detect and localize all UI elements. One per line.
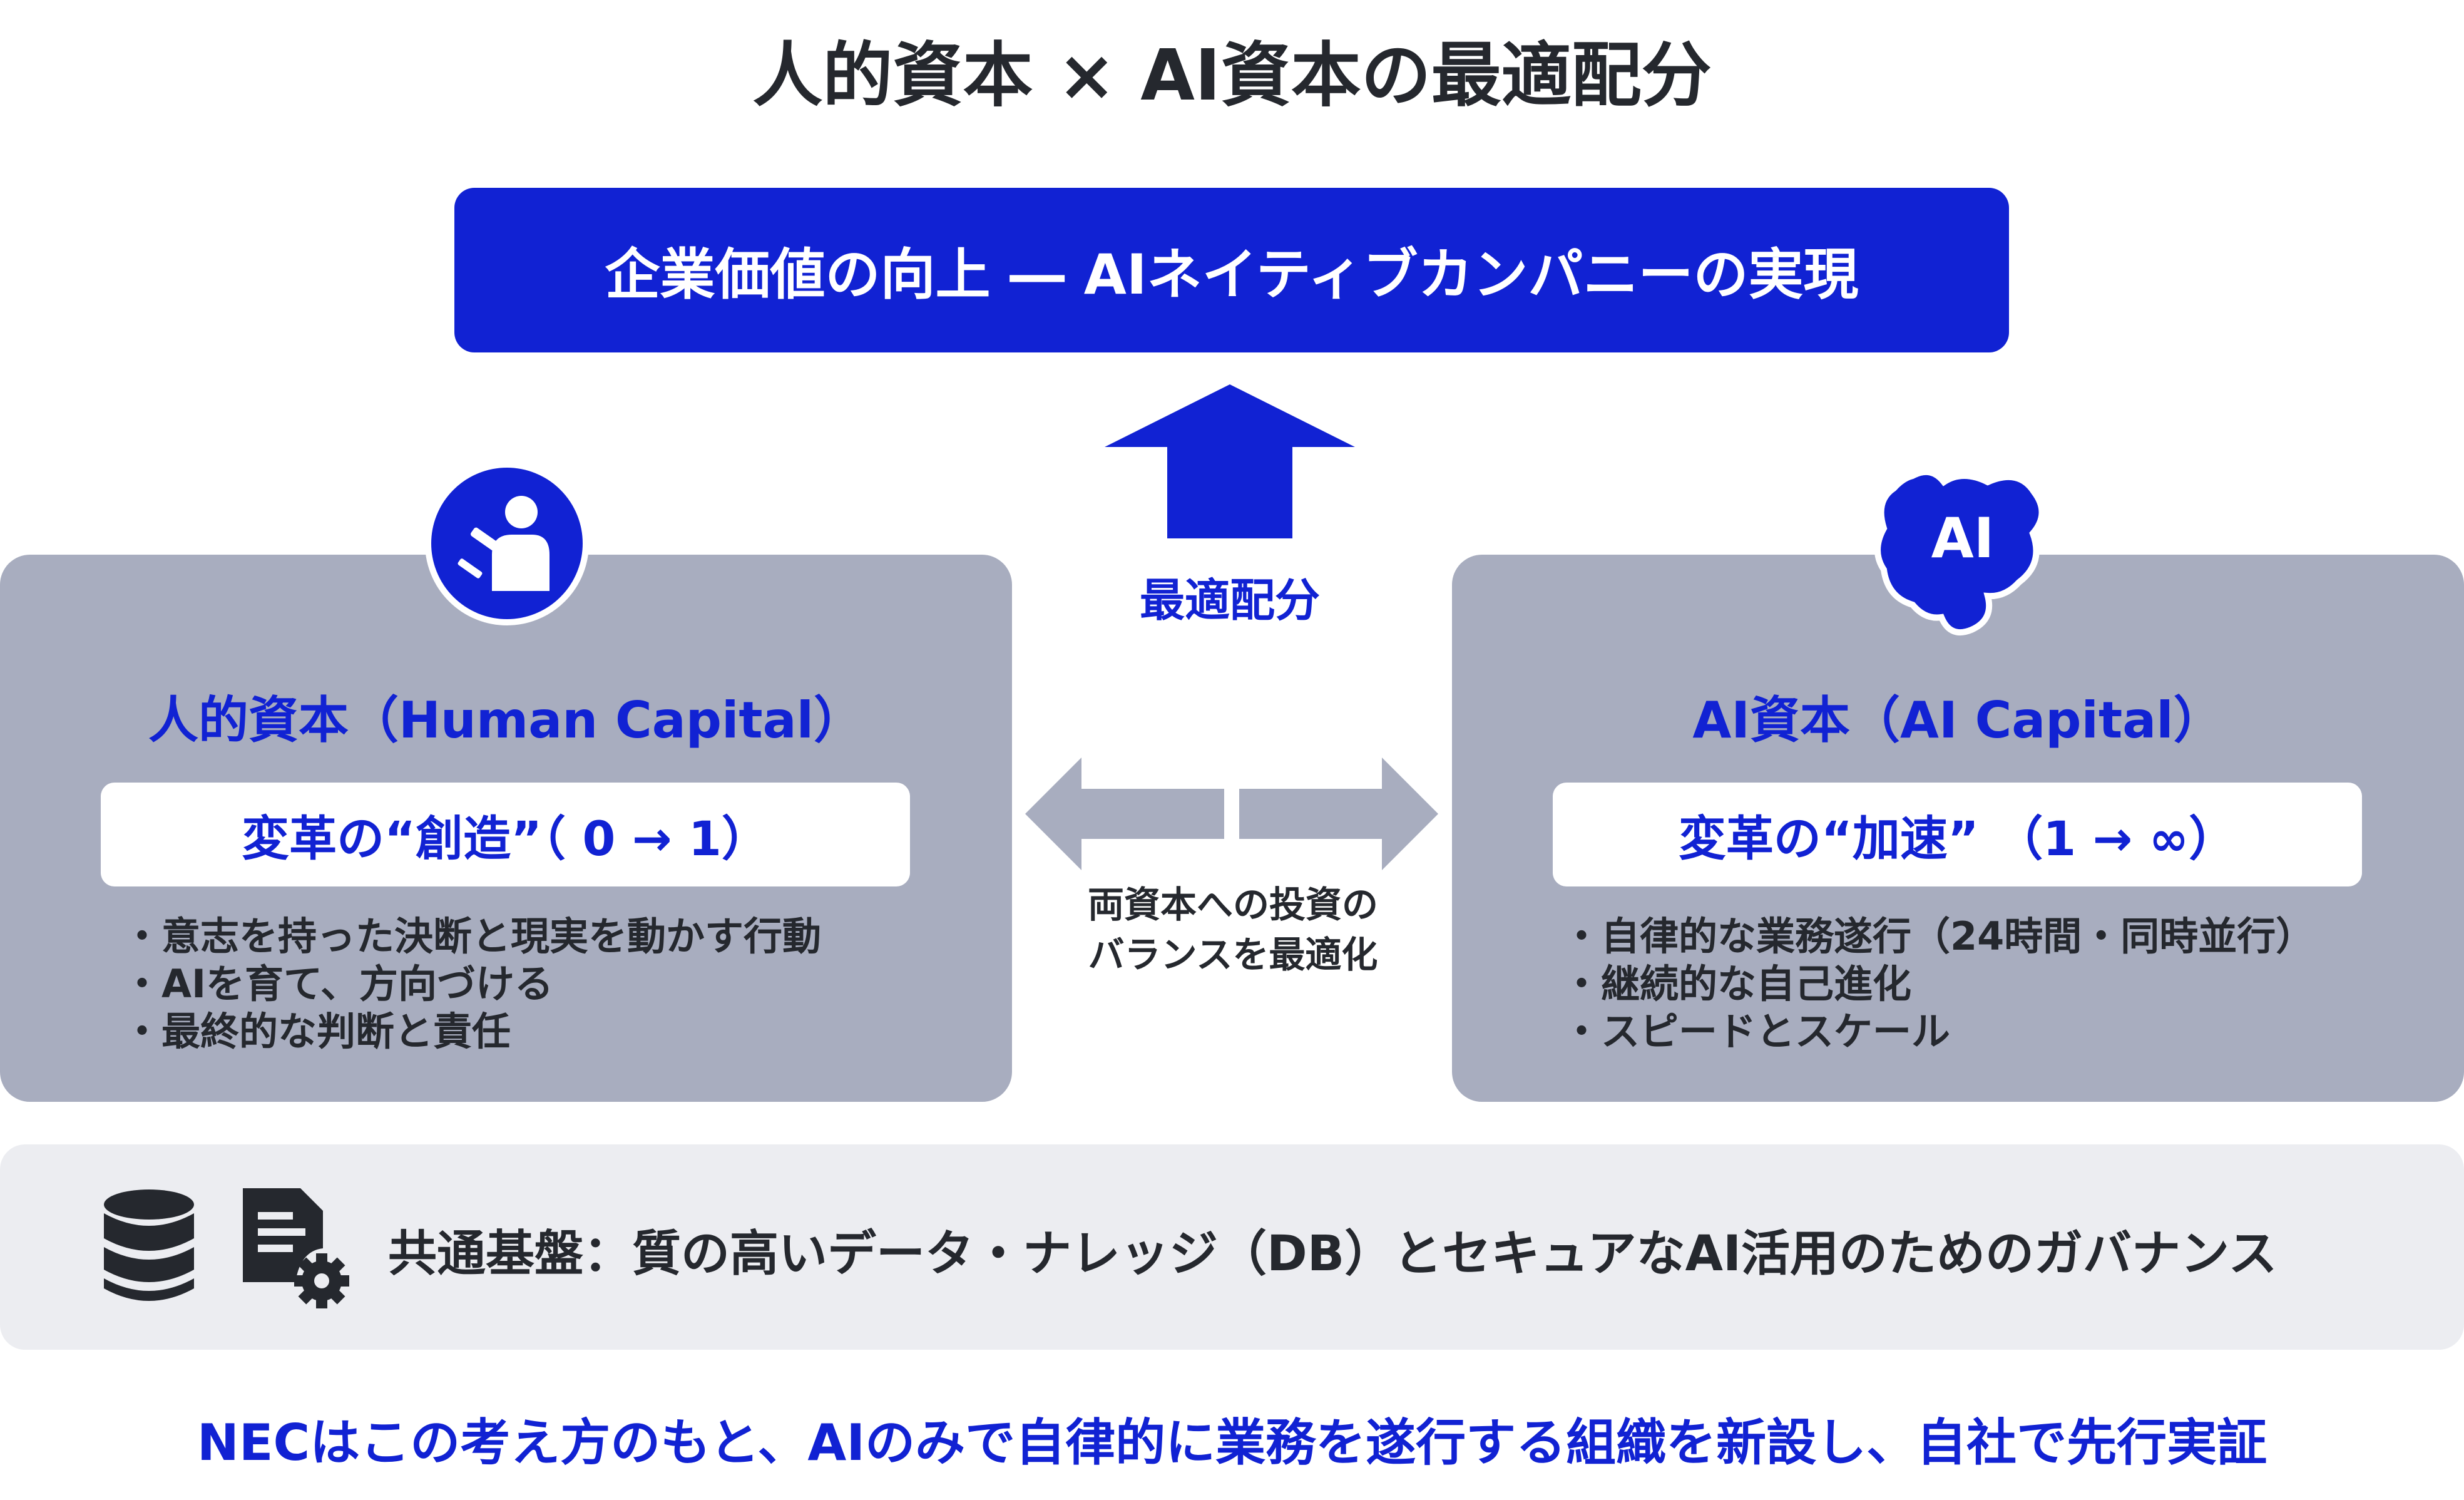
ai-subtitle: 変革の“加速” （1 → ∞） — [1678, 811, 2237, 866]
balance-line-2: バランスを最適化 — [1088, 933, 1378, 976]
ai-bullet-list: ・自律的な業務遂行（24時間・同時並行） ・継続的な自己進化 ・スピードとスケー… — [1562, 913, 2314, 1056]
human-bullet-list: ・意志を持った決断と現実を動かす行動 ・AIを育て、方向づける ・最終的な判断と… — [123, 913, 821, 1056]
platform-bar — [0, 1144, 2464, 1350]
human-subtitle-box: 変革の“創造”（ 0 → 1） — [101, 783, 910, 886]
list-item: ・最終的な判断と責任 — [123, 1009, 511, 1054]
list-item: ・継続的な自己進化 — [1562, 961, 1912, 1007]
ai-badge-label: AI — [1931, 506, 1995, 570]
goal-box: 企業価値の向上 ― AIネイティブカンパニーの実現 — [454, 188, 2009, 352]
balance-caption: 両資本への投資の バランスを最適化 — [1039, 880, 1427, 980]
human-capital-title: 人的資本（Human Capital） — [148, 691, 864, 749]
person-writing-icon — [425, 461, 589, 625]
goal-text: 企業価値の向上 ― AIネイティブカンパニーの実現 — [605, 242, 1859, 307]
ai-subtitle-box: 変革の“加速” （1 → ∞） — [1553, 783, 2362, 886]
balance-line-1: 両資本への投資の — [1087, 883, 1378, 926]
database-icon — [104, 1189, 194, 1301]
list-item: ・AIを育て、方向づける — [123, 961, 553, 1007]
ai-capital-panel: AI資本（AI Capital） 変革の“加速” （1 → ∞） ・自律的な業務… — [1452, 555, 2464, 1102]
document-gear-icon — [243, 1188, 349, 1308]
human-capital-panel: 人的資本（Human Capital） 変革の“創造”（ 0 → 1） ・意志を… — [0, 555, 1012, 1102]
list-item: ・スピードとスケール — [1562, 1009, 1951, 1054]
footer-statement: NECはこの考え方のもと、AIのみで自律的に業務を遂行する組織を新設し、自社で先… — [197, 1414, 2267, 1472]
bidirectional-arrows-icon — [1025, 758, 1438, 870]
up-arrow-icon — [1105, 384, 1355, 538]
list-item: ・意志を持った決断と現実を動かす行動 — [123, 913, 822, 959]
page-title: 人的資本 × AI資本の最適配分 — [752, 35, 1712, 116]
human-subtitle: 変革の“創造”（ 0 → 1） — [242, 811, 769, 866]
platform-text: 共通基盤：質の高いデータ・ナレッジ（DB）とセキュアなAI活用のためのガバナンス — [388, 1226, 2277, 1282]
allocation-label: 最適配分 — [1139, 574, 1320, 627]
ai-badge-icon: AI — [1874, 468, 2045, 635]
ai-capital-title: AI資本（AI Capital） — [1692, 691, 2224, 749]
list-item: ・自律的な業務遂行（24時間・同時並行） — [1562, 913, 2315, 959]
